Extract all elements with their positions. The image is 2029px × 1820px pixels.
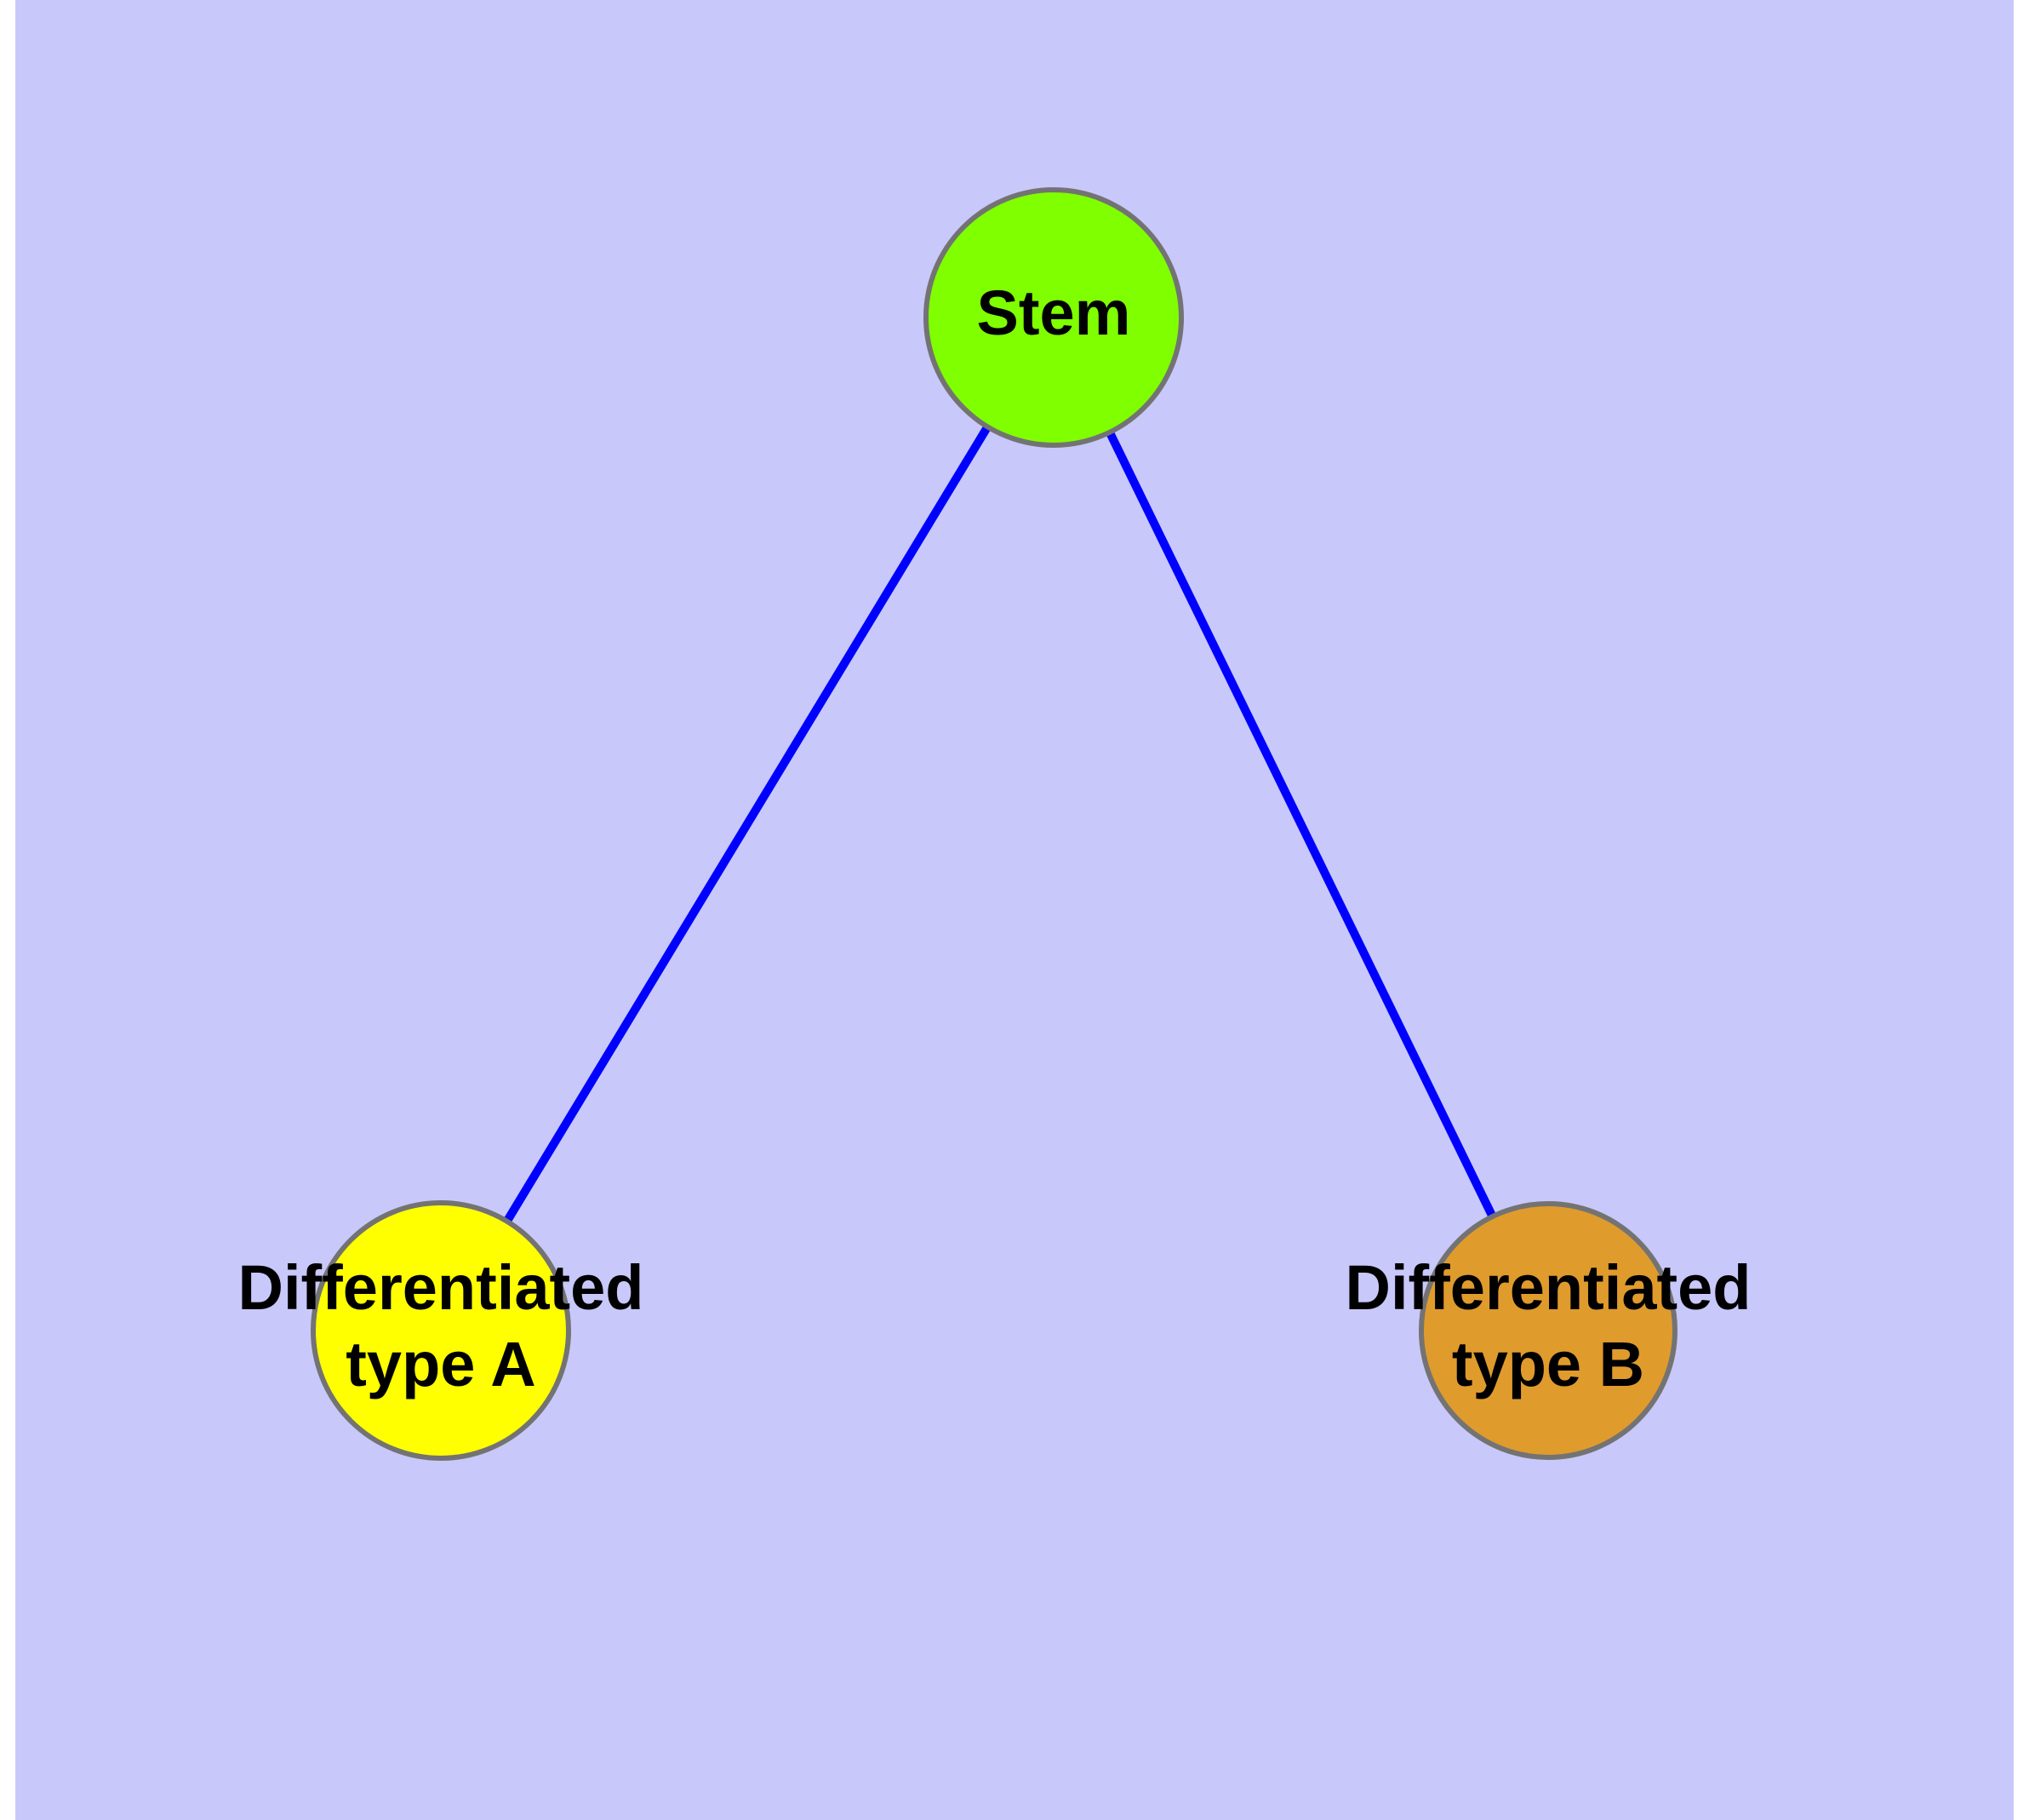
node-label-line: Differentiated: [1346, 1251, 1752, 1322]
node-label-line: type B: [1452, 1329, 1644, 1399]
node-stem[interactable]: [923, 187, 1184, 448]
node-differentiated-type-a-circle[interactable]: [311, 1200, 571, 1461]
edge-stem-to-diff-a[interactable]: [437, 315, 1058, 1333]
node-differentiated-type-a[interactable]: [311, 1200, 571, 1461]
edges-layer: [437, 315, 1552, 1333]
edge-stem-to-diff-b[interactable]: [1049, 315, 1552, 1333]
node-differentiated-type-b[interactable]: [1419, 1201, 1677, 1460]
node-label-line: Stem: [977, 278, 1131, 348]
node-label-line: type A: [346, 1329, 535, 1399]
node-stem-label: Stem: [977, 278, 1131, 348]
node-differentiated-type-b-circle[interactable]: [1419, 1201, 1677, 1460]
node-stem-circle[interactable]: [923, 187, 1184, 448]
nodes-layer: [311, 187, 1677, 1461]
node-label-line: Differentiated: [238, 1251, 644, 1322]
